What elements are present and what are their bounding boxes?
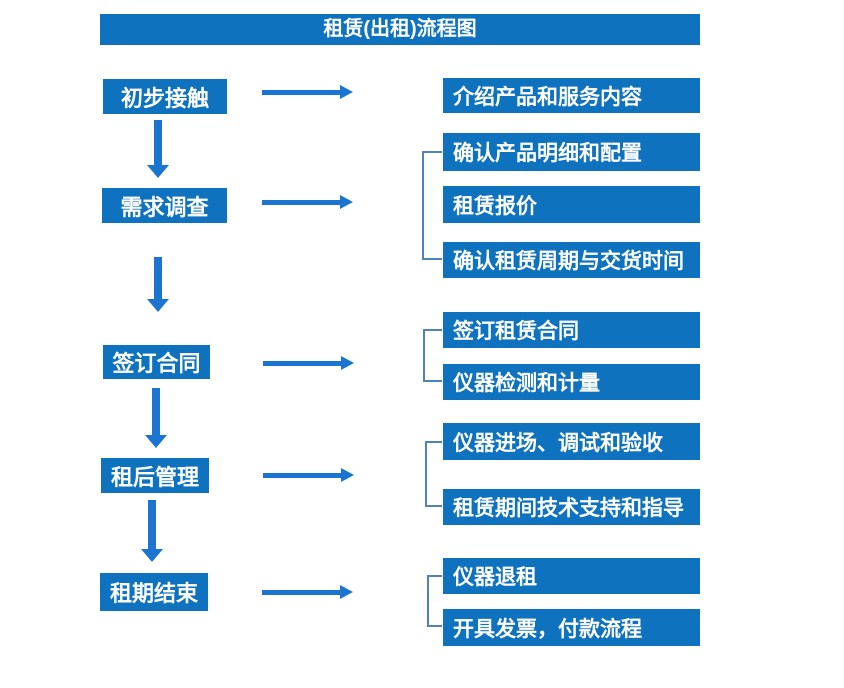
step-box-demand-survey: 需求调查 <box>102 188 227 223</box>
step-box-post-rental-mgmt: 租后管理 <box>101 458 209 493</box>
step-box-sign-contract: 签订合同 <box>103 345 210 379</box>
right-arrow-icon-1 <box>262 85 353 99</box>
bracket-group-rental-end <box>427 575 442 627</box>
arrow-head <box>340 585 353 599</box>
output-box-introduce-products: 介绍产品和服务内容 <box>443 78 700 113</box>
output-box-confirm-details: 确认产品明细和配置 <box>443 133 700 171</box>
arrow-head <box>141 549 163 562</box>
step-box-rental-end: 租期结束 <box>100 573 208 611</box>
down-arrow-icon-3 <box>145 388 167 448</box>
output-box-instrument-return: 仪器退租 <box>443 558 700 594</box>
arrow-head <box>147 299 169 312</box>
arrow-head <box>145 435 167 448</box>
arrow-shaft <box>262 90 341 95</box>
arrow-shaft <box>262 200 341 205</box>
right-arrow-icon-2 <box>262 195 353 209</box>
arrow-shaft <box>263 473 342 478</box>
output-box-sign-rental-contract: 签订租赁合同 <box>443 312 700 348</box>
arrow-shaft <box>152 388 160 436</box>
bracket-group-post-rental <box>425 441 442 507</box>
output-box-instrument-inspection: 仪器检测和计量 <box>443 364 700 400</box>
output-box-confirm-period: 确认租赁周期与交货时间 <box>443 242 700 278</box>
arrow-head <box>340 195 353 209</box>
output-box-invoice-payment: 开具发票，付款流程 <box>443 609 700 646</box>
right-arrow-icon-5 <box>262 585 353 599</box>
arrow-shaft <box>148 500 156 550</box>
down-arrow-icon-4 <box>141 500 163 562</box>
arrow-shaft <box>154 120 162 166</box>
step-box-initial-contact: 初步接触 <box>103 79 227 114</box>
output-box-tech-support: 租赁期间技术支持和指导 <box>443 489 700 525</box>
bracket-group-sign-contract <box>423 329 442 382</box>
down-arrow-icon-2 <box>147 257 169 312</box>
right-arrow-icon-3 <box>263 356 354 370</box>
bracket-group-demand-survey <box>422 151 442 260</box>
output-box-rental-quote: 租赁报价 <box>443 186 700 223</box>
arrow-head <box>340 85 353 99</box>
arrow-shaft <box>154 257 162 300</box>
arrow-head <box>341 468 354 482</box>
output-box-instrument-setup: 仪器进场、调试和验收 <box>443 423 700 460</box>
arrow-shaft <box>262 590 341 595</box>
down-arrow-icon-1 <box>147 120 169 178</box>
right-arrow-icon-4 <box>263 468 354 482</box>
arrow-shaft <box>263 361 342 366</box>
flowchart-title: 租赁(出租)流程图 <box>100 14 700 45</box>
arrow-head <box>147 165 169 178</box>
arrow-head <box>341 356 354 370</box>
